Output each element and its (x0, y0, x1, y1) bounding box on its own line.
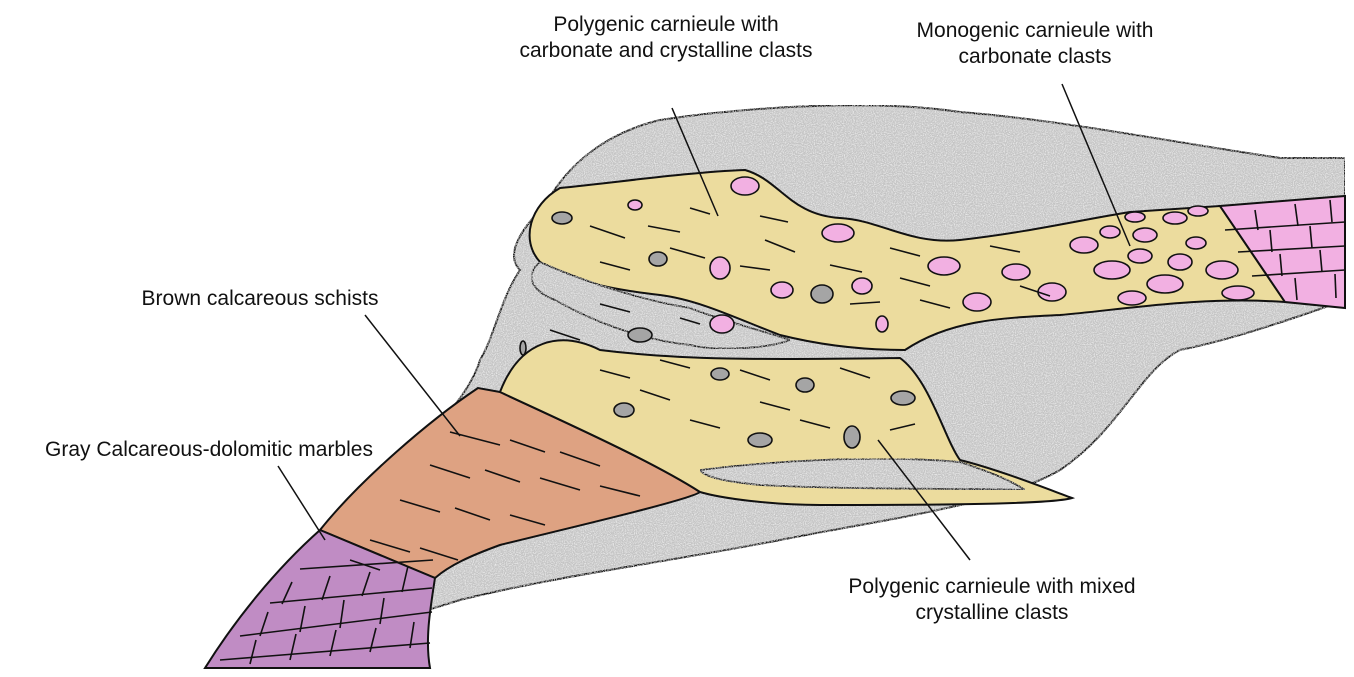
label-polygenic-carbonate-crystalline: Polygenic carnieule with carbonate and c… (496, 12, 836, 64)
leader-gray-marble (278, 466, 325, 540)
label-line: crystalline clasts (812, 600, 1172, 626)
label-polygenic-mixed-crystalline: Polygenic carnieule with mixed crystalli… (812, 574, 1172, 626)
label-line: Brown calcareous schists (120, 286, 400, 312)
label-line: Monogenic carnieule with (880, 18, 1190, 44)
label-line: carbonate clasts (880, 44, 1190, 70)
label-gray-marbles: Gray Calcareous-dolomitic marbles (2, 437, 416, 463)
label-line: Gray Calcareous-dolomitic marbles (2, 437, 416, 463)
leader-brown-schist (365, 315, 460, 436)
label-line: Polygenic carnieule with (496, 12, 836, 38)
label-monogenic-carbonate: Monogenic carnieule with carbonate clast… (880, 18, 1190, 70)
label-brown-calcareous-schists: Brown calcareous schists (120, 286, 400, 312)
label-line: carbonate and crystalline clasts (496, 38, 836, 64)
label-line: Polygenic carnieule with mixed (812, 574, 1172, 600)
